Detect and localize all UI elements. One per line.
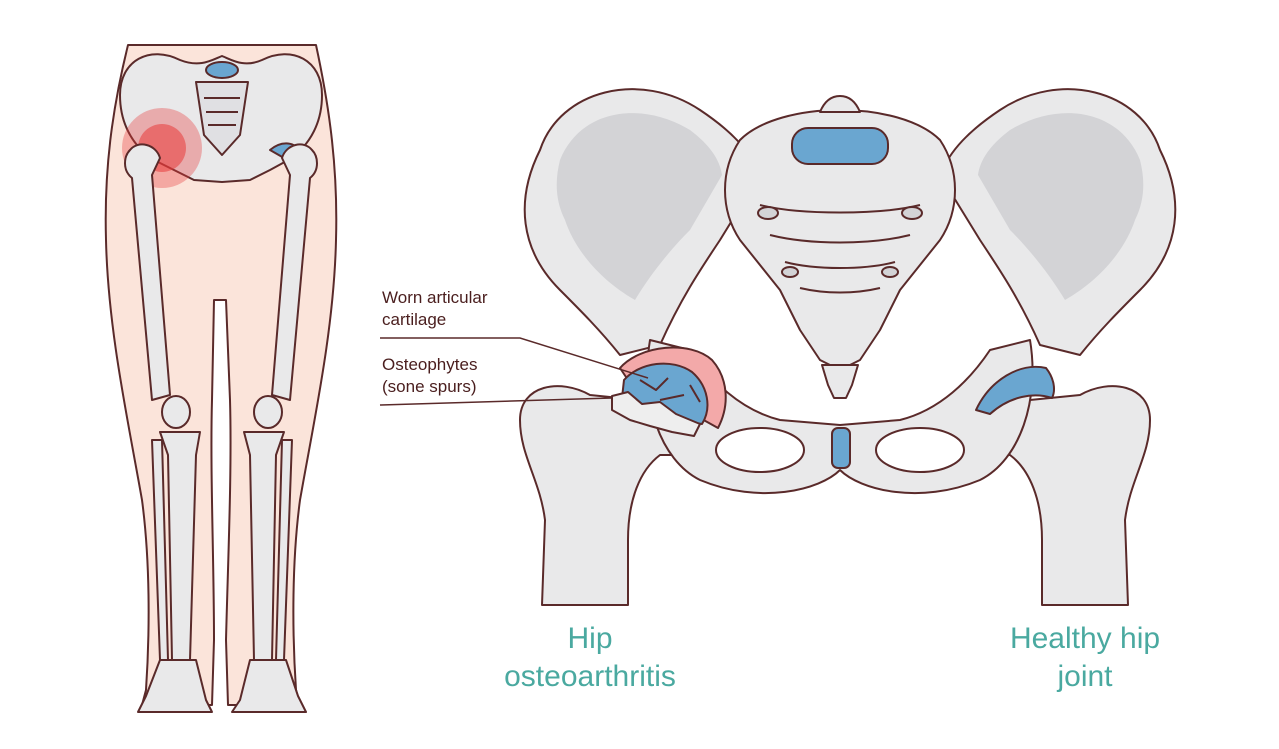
worn-cartilage-line1: Worn articular — [382, 288, 488, 307]
worn-cartilage-line2: cartilage — [382, 310, 447, 329]
healthy-cartilage — [975, 365, 1055, 415]
body-figure — [104, 44, 338, 713]
healthy-caption: Healthy hip joint — [970, 620, 1200, 696]
coccyx — [821, 364, 859, 399]
left-kneecap — [161, 395, 191, 429]
callout-lines — [379, 337, 649, 406]
left-obturator — [715, 427, 805, 473]
large-sacrum — [724, 109, 956, 371]
worn-cartilage-label: Worn articular cartilage — [382, 287, 488, 331]
cartilage-leader — [380, 337, 649, 379]
right-femur — [271, 143, 318, 401]
osteophytes-line1: Osteophytes — [382, 355, 478, 374]
left-ilium-inner — [556, 113, 722, 300]
small-sacrum-disc — [205, 61, 239, 79]
right-kneecap — [253, 395, 283, 429]
osteoarthritis-caption-line2: osteoarthritis — [504, 660, 676, 693]
osteophytes-label: Osteophytes (sone spurs) — [382, 354, 477, 398]
lumbar-disc — [791, 127, 889, 165]
osteophytes-line2: (sone spurs) — [382, 377, 477, 396]
left-femur — [124, 143, 171, 401]
osteoarthritis-caption-line1: Hip — [567, 622, 613, 655]
large-left-femur — [519, 385, 700, 606]
right-obturator — [875, 427, 965, 473]
pubic-symphysis — [831, 427, 851, 469]
large-pelvis — [519, 88, 1177, 606]
small-sacrum — [195, 81, 249, 156]
healthy-caption-line2: joint — [1057, 660, 1113, 693]
healthy-caption-line1: Healthy hip — [1009, 622, 1161, 655]
osteophyte-leader — [379, 397, 613, 406]
right-foot — [231, 659, 307, 713]
osteophyte-spurs — [611, 391, 701, 437]
sacral-promontory — [819, 95, 861, 113]
left-foot — [137, 659, 213, 713]
osteoarthritis-caption: Hip osteoarthritis — [470, 620, 710, 696]
worn-femoral-head — [621, 362, 709, 425]
right-ilium-inner — [978, 113, 1144, 300]
